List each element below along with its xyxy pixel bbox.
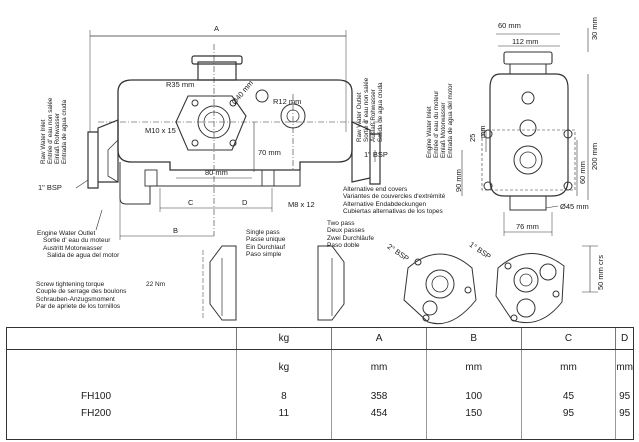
table-cell: 95 [615,407,634,440]
table-row: FH100 8 358 100 45 95 [6,385,634,408]
dim-25-label: 25 [468,133,477,142]
table-cell: FH100 [6,385,237,408]
table-cell [6,349,237,386]
table-cell: kg [235,349,332,386]
table-row: FH200 11 454 150 95 95 [6,407,634,440]
dim-76-label: 76 mm [516,222,539,231]
table-header-row: kg A B C D [6,327,634,350]
dim-m10-label: M10 x 15 [145,126,176,135]
dim-60v-label: 60 mm [578,161,587,184]
dim-mm-label: mm [478,125,487,139]
alt-end-covers-label: Alternative end covers Variantes de couv… [343,186,446,216]
dim-r35-label: R35 mm [166,80,195,89]
table-cell: mm [615,349,634,386]
dim-a-label: A [214,24,220,33]
engine-water-outlet-label: Engine Water Outlet Sortie d' eau du mot… [37,230,120,260]
dim-r12-label: R12 mm [273,97,302,106]
table-header-cell: D [615,327,634,350]
table-header-cell: B [425,327,522,350]
dim-112-label: 112 mm [512,37,539,46]
side-filler-neck [503,51,553,65]
single-pass-label: Single pass Passe unique Ein Durchlauf P… [246,229,286,259]
table-cell: 358 [331,385,427,408]
spec-table: kg A B C D kg mm mm mm mm FH100 8 358 10… [6,327,634,440]
screw-torque-value: 22 Nm [146,281,166,288]
table-cell: mm [331,349,427,386]
bsp-left-label: 1" BSP [38,183,62,192]
dim-30-label: 30 mm [590,17,599,40]
dim-200-label: 200 mm [590,142,599,170]
dim-70-label: 70 mm [258,148,281,157]
table-cell: 11 [235,407,332,440]
single-pass-cover [209,245,237,321]
table-cell: 45 [520,385,616,408]
side-view-body [489,73,569,197]
screw-torque-label: Screw tightening torque Couple de serrag… [36,281,127,311]
dim-d-label: D [242,198,248,207]
dim-90-label: 90 mm [454,169,463,192]
table-cell: 454 [331,407,427,440]
dim-50crs-label: 50 mm crs [596,254,605,290]
dim-c-label: C [188,198,194,207]
table-cell: mm [425,349,522,386]
table-header-cell: kg [235,327,332,350]
table-header-cell: A [331,327,427,350]
table-cell: 8 [235,385,332,408]
table-header-cell [6,327,237,350]
dim-80-label: 80 mm [205,168,228,177]
raw-water-outlet-label: Raw Water Outlet Sortie d' eau non salée… [356,77,384,142]
dim-b-label: B [173,226,179,235]
table-cell: 95 [520,407,616,440]
table-cell: 100 [425,385,522,408]
filler-neck [197,61,237,81]
dim-d45-label: Ø45 mm [560,202,589,211]
table-cell: 95 [615,385,634,408]
end-cover-1-bsp [495,253,565,324]
two-pass-label: Two pass Deux passes Zwei Durchläufe Pas… [327,220,374,250]
engine-water-inlet-label: Engine Water Inlet Entrée d' eau du mote… [426,83,454,158]
left-end-cover [87,119,119,189]
table-cell: 150 [425,407,522,440]
table-cell: FH200 [6,407,237,440]
two-pass-cover [317,245,345,321]
dim-m8-label: M8 x 12 [288,200,315,209]
table-cell: mm [520,349,616,386]
end-cover-2-bsp [403,253,477,325]
table-units-row: kg mm mm mm mm [6,349,634,386]
bsp-right-label: 1" BSP [364,150,388,159]
table-header-cell: C [520,327,616,350]
right-end-cover [351,121,381,185]
raw-water-inlet-label: Raw Water Inlet Entrée d' eau non salée … [40,97,68,164]
dim-60-label: 60 mm [498,21,521,30]
